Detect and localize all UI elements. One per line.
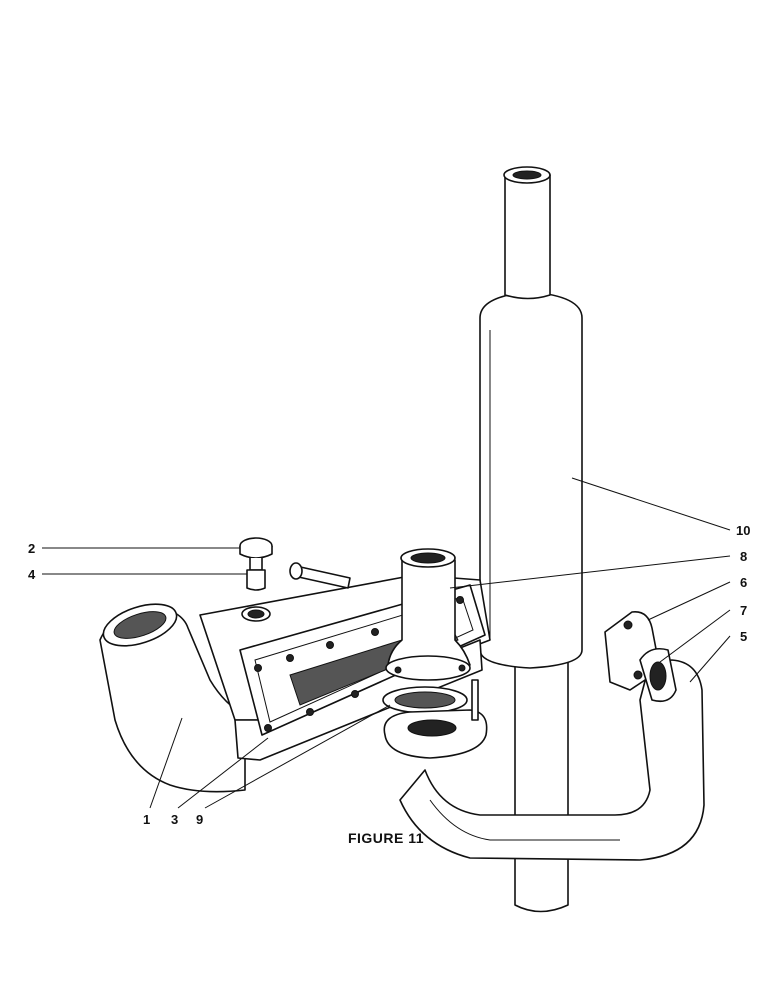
exhaust-pipe-bend: [399, 611, 705, 861]
callout-8: 8: [740, 549, 747, 564]
plug-and-screw: [239, 537, 351, 591]
muffler: [479, 166, 583, 913]
figure-caption: FIGURE 11: [348, 830, 424, 846]
callout-3: 3: [171, 812, 178, 827]
callout-6: 6: [740, 575, 747, 590]
callout-2: 2: [28, 541, 35, 556]
callouts: 2 4 10 8 6 7 5 1 3 9: [28, 523, 750, 827]
callout-7: 7: [740, 603, 747, 618]
callout-1: 1: [143, 812, 150, 827]
callout-4: 4: [28, 567, 36, 582]
callout-9: 9: [196, 812, 203, 827]
callout-5: 5: [740, 629, 747, 644]
callout-10: 10: [736, 523, 750, 538]
outlet-elbow: [382, 548, 488, 759]
leader-lines: [42, 477, 731, 809]
